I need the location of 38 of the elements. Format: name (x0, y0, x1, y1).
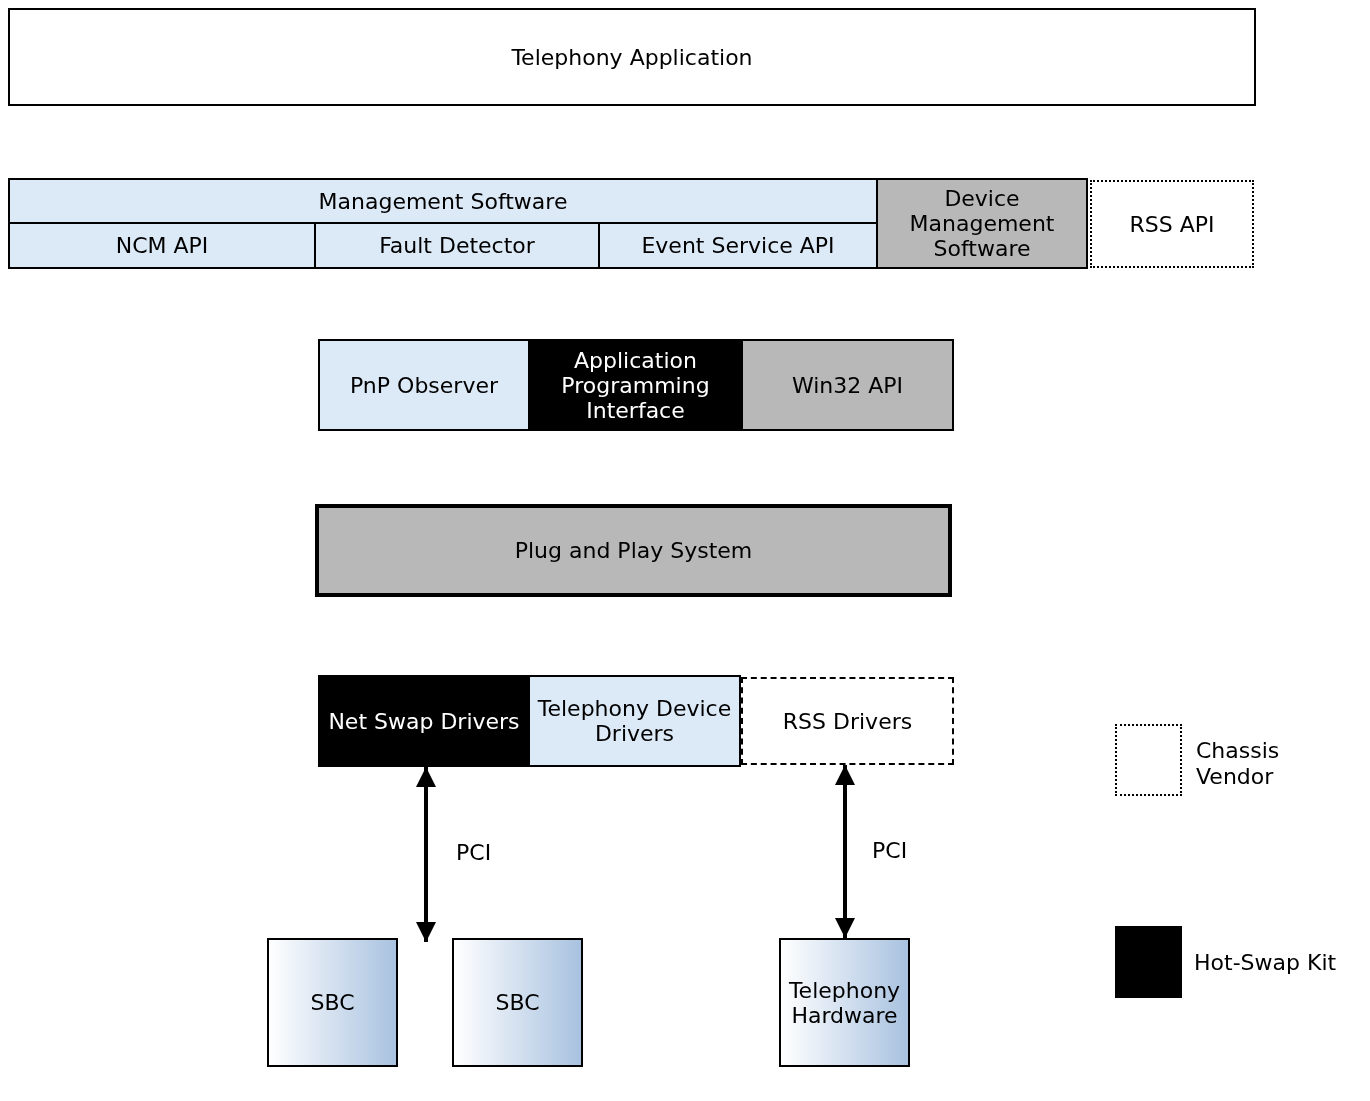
node-label: RSS API (1129, 211, 1215, 237)
component-box (8, 222, 316, 269)
legend-label: Chassis Vendor (1196, 738, 1281, 790)
board-box (452, 938, 583, 1067)
node-label: Net Swap Drivers (328, 708, 520, 734)
application-box (8, 8, 1256, 106)
double-arrow (416, 767, 436, 942)
component-box (528, 675, 741, 767)
legend-label: Hot-Swap Kit (1194, 950, 1338, 976)
hardware-box (779, 938, 910, 1067)
component-box (598, 222, 878, 269)
component-box (314, 222, 600, 269)
node-label: Win32 API (791, 372, 904, 398)
component-box (741, 339, 954, 431)
node-label: Telephony Device Drivers (536, 696, 733, 746)
double-arrow (835, 765, 855, 938)
component-box (318, 675, 530, 767)
node-label: SBC (495, 990, 540, 1015)
node-label: NCM API (115, 233, 209, 258)
node-label: RSS Drivers (782, 708, 913, 734)
component-box (1090, 180, 1254, 268)
component-box (318, 339, 530, 431)
board-box (267, 938, 398, 1067)
node-label: Management Software (318, 188, 568, 214)
component-box (876, 178, 1088, 269)
node-label: Event Service API (641, 233, 835, 258)
node-label: Application Programming Interface (560, 347, 711, 423)
node-label: PnP Observer (350, 372, 498, 398)
node-label: Telephony Hardware (787, 977, 902, 1028)
component-box (741, 677, 954, 765)
component-box (528, 339, 743, 431)
software-box (8, 178, 878, 224)
node-label: Plug and Play System (514, 538, 753, 563)
node-label: SBC (310, 990, 355, 1015)
node-label: Telephony Application (511, 44, 753, 70)
node-label: Device Management Software (908, 186, 1056, 261)
system-box (315, 504, 952, 597)
node-label: Fault Detector (379, 233, 535, 258)
